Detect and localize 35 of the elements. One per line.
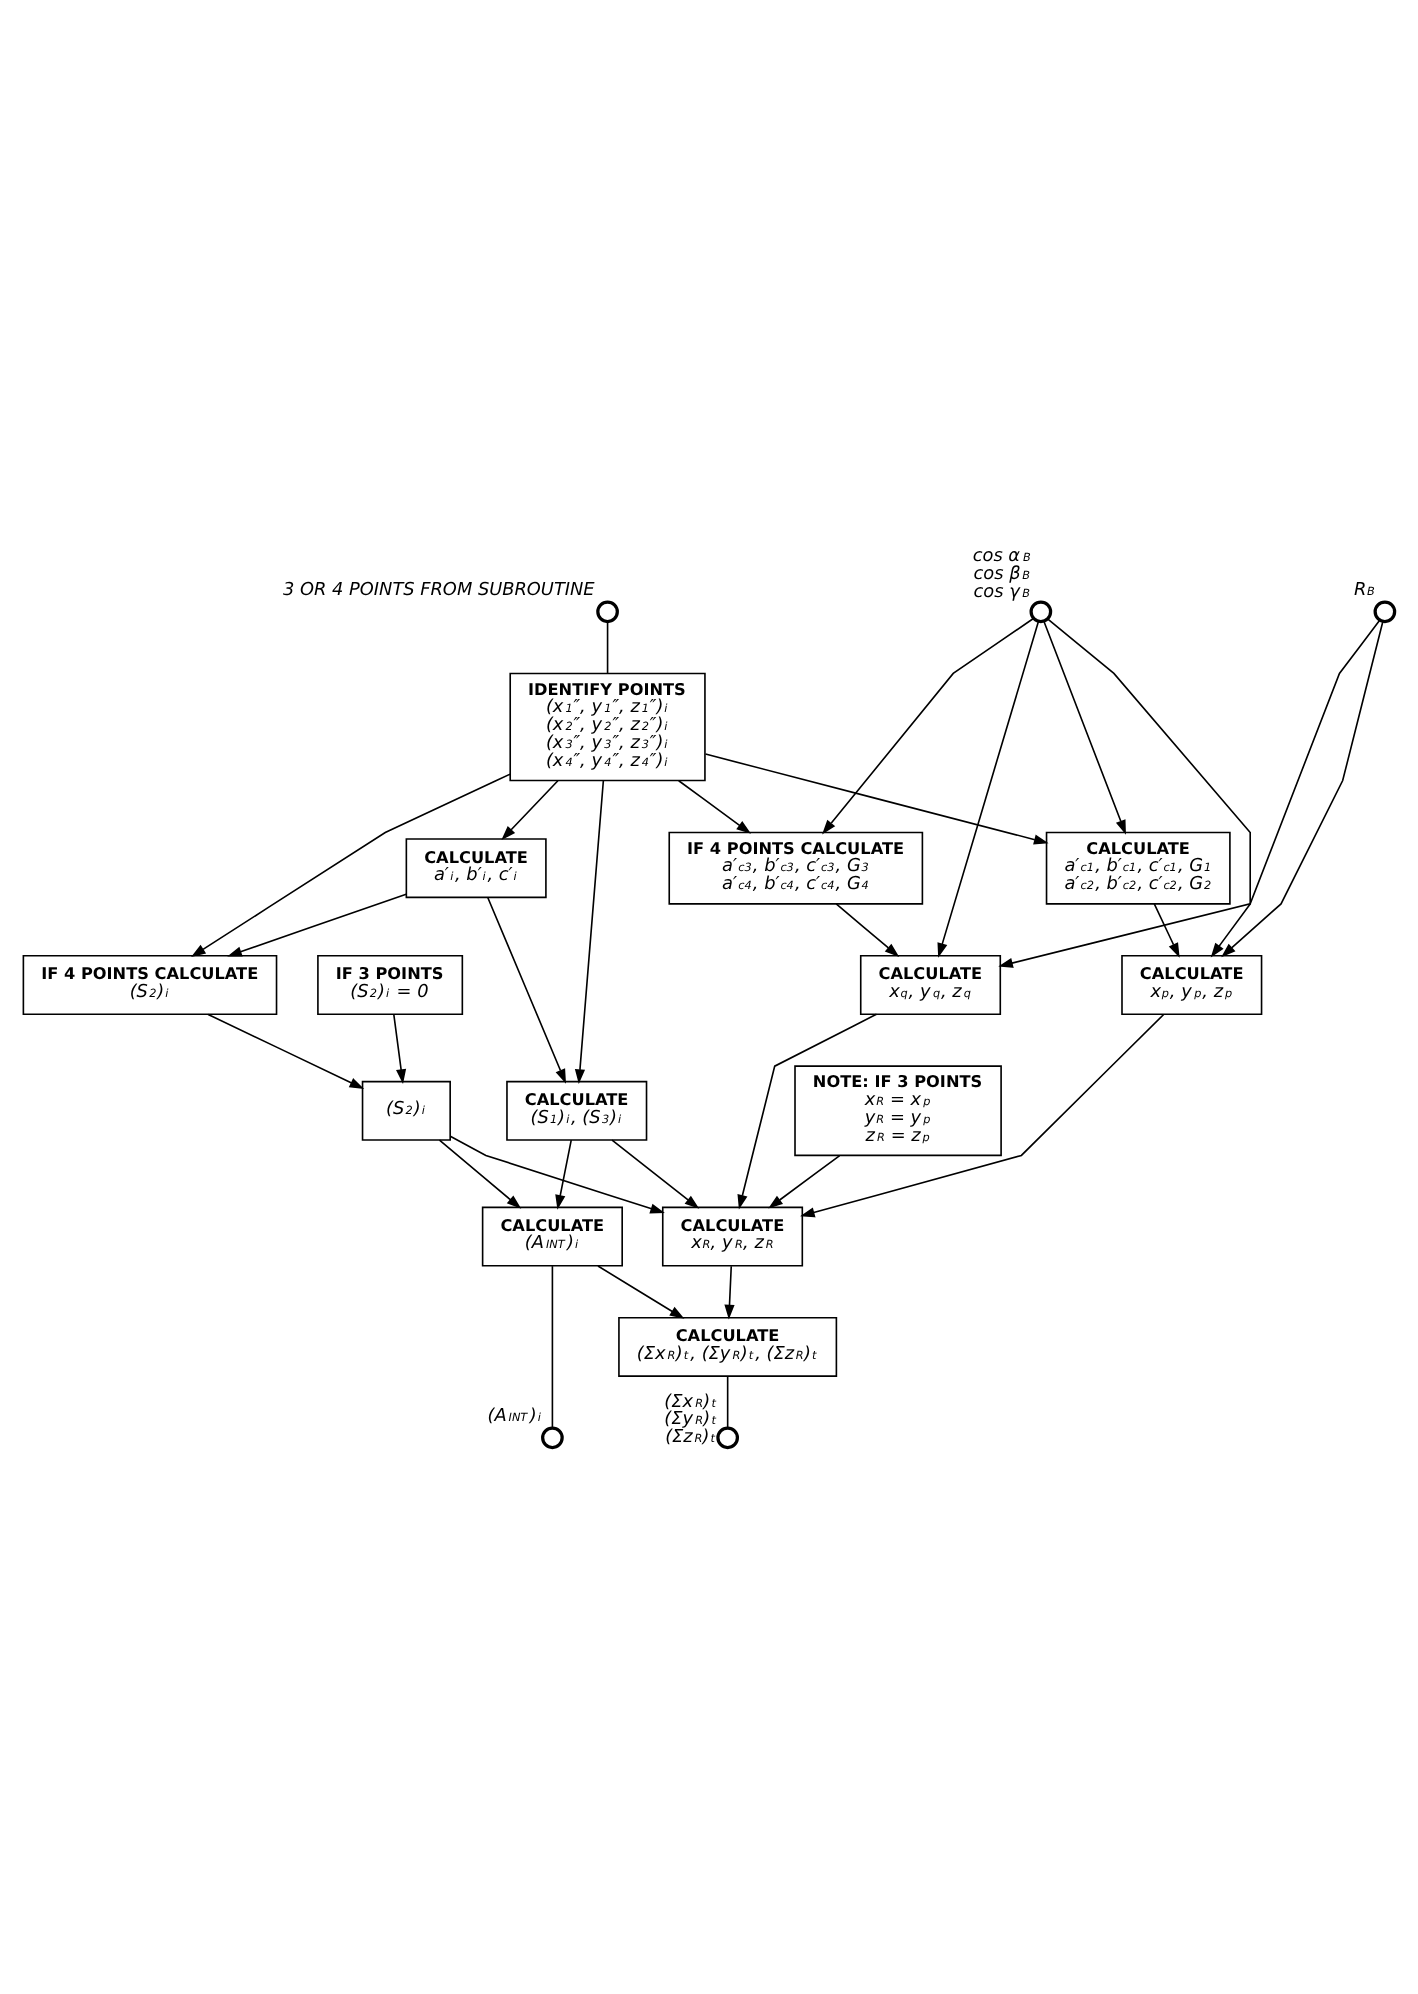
arrow: [800, 1012, 1165, 1217]
arrow: [597, 1264, 685, 1318]
arrow: [1043, 619, 1126, 834]
arrow: [487, 895, 567, 1083]
arrow: [227, 892, 407, 956]
connector: [726, 1374, 729, 1428]
arrow: [822, 616, 1035, 834]
arrow: [574, 778, 605, 1083]
arrow: [677, 778, 752, 833]
arrow: [937, 620, 1040, 957]
connector: [551, 1264, 554, 1428]
arrow: [611, 1138, 700, 1208]
arrow: [555, 1138, 573, 1209]
arrow: [191, 772, 511, 957]
arrow: [724, 1264, 735, 1319]
arrow: [438, 1138, 522, 1208]
arrow: [207, 1012, 365, 1088]
arrow: [1153, 902, 1180, 957]
arrow: [449, 1134, 665, 1213]
node-label: 3 OR 4 POINTS FROM SUBROUTINE: [283, 580, 595, 601]
node-circle: [716, 1425, 740, 1449]
connector: [606, 620, 609, 673]
node-circle: [596, 599, 619, 623]
arrow: [835, 902, 900, 957]
arrow: [737, 1012, 878, 1209]
arrow: [1221, 619, 1384, 957]
arrow: [393, 1012, 407, 1083]
arrow: [768, 1153, 841, 1208]
node-circle: [1373, 599, 1397, 623]
arrow: [501, 778, 559, 840]
arrow: [998, 618, 1381, 967]
node-circle: [1029, 599, 1053, 623]
arrow: [1046, 617, 1251, 957]
arrow: [704, 752, 1049, 844]
node-circle: [541, 1425, 564, 1449]
